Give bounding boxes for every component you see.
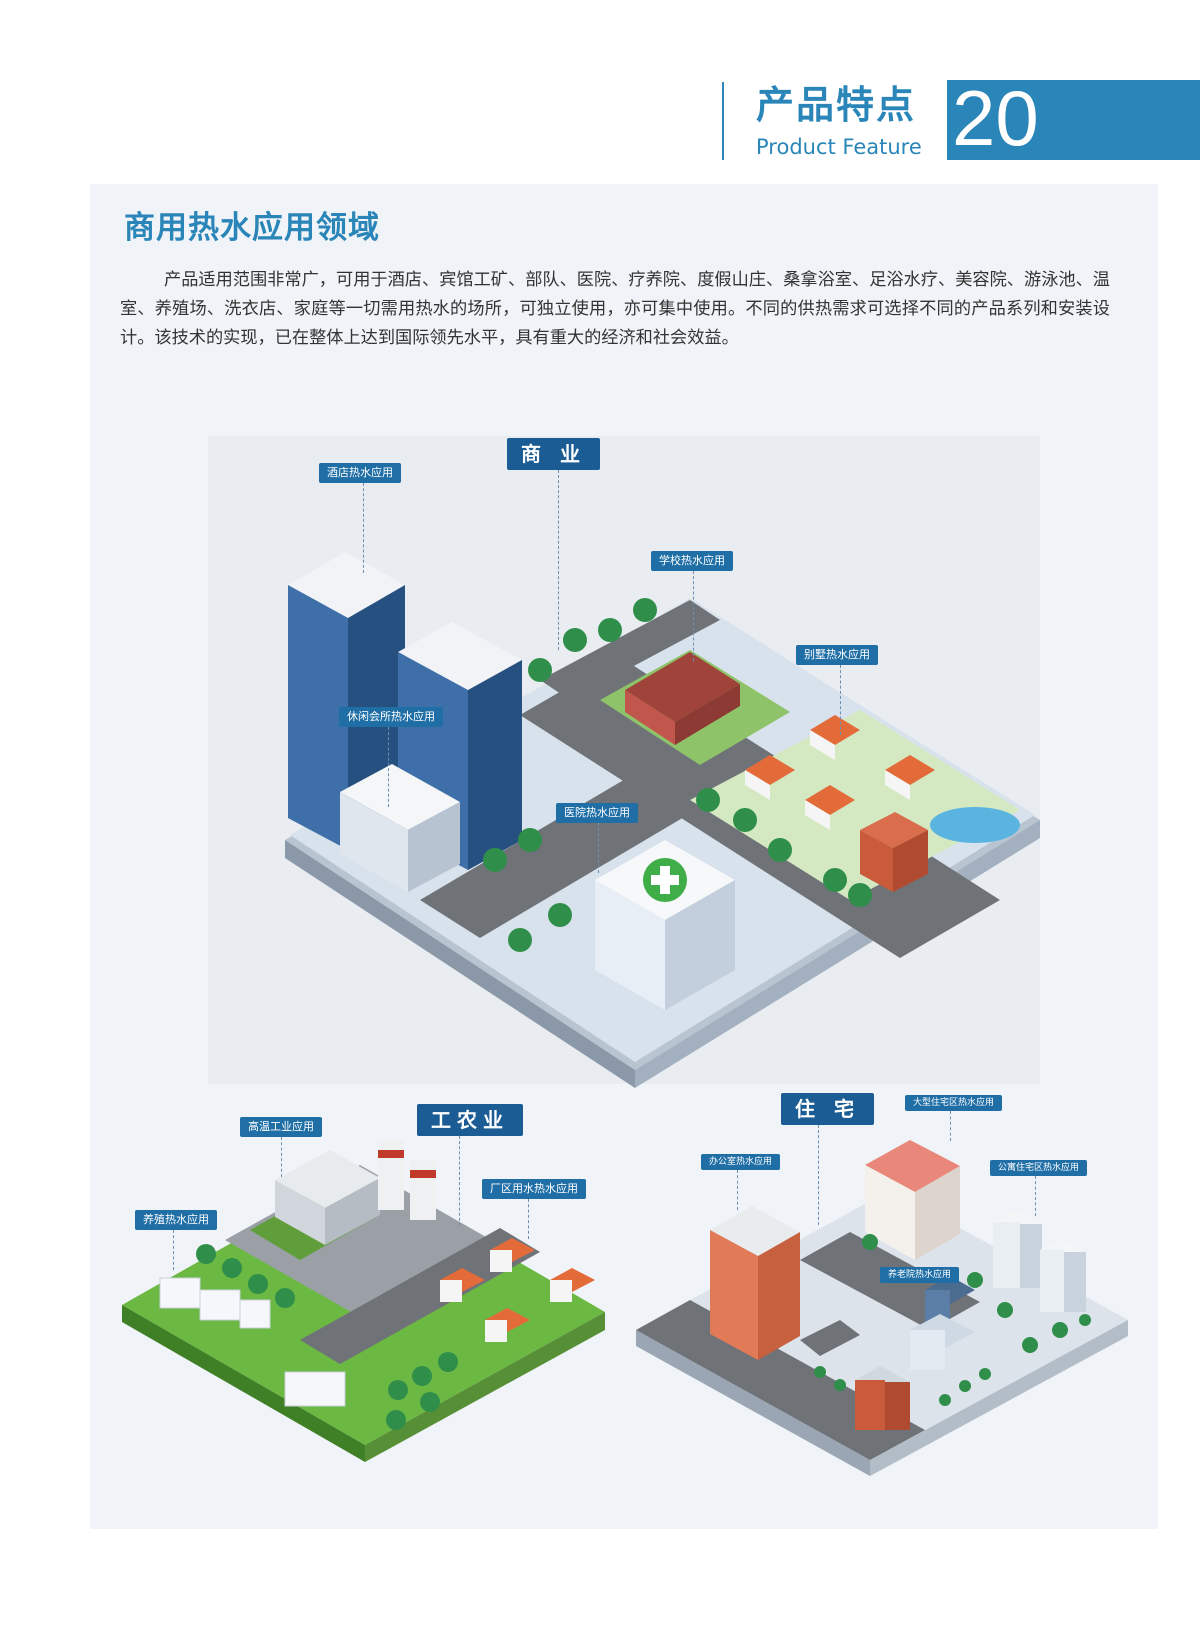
leader-line <box>737 1170 738 1210</box>
page-number: 20 <box>952 74 1039 162</box>
section-body: 产品适用范围非常广，可用于酒店、宾馆工矿、部队、医院、疗养院、度假山庄、桑拿浴室… <box>120 270 1110 348</box>
label-high-temp: 高温工业应用 <box>240 1117 322 1137</box>
label-office: 办公室热水应用 <box>701 1154 781 1170</box>
leader-line <box>950 1111 951 1141</box>
leader-line <box>281 1137 282 1177</box>
label-hospital: 医院热水应用 <box>556 803 638 823</box>
label-large-residential: 大型住宅区热水应用 <box>905 1095 1003 1111</box>
leader-line <box>693 571 694 661</box>
leader-line <box>1035 1176 1036 1216</box>
label-hotel: 酒店热水应用 <box>319 463 401 483</box>
label-club: 休闲会所热水应用 <box>339 707 443 727</box>
label-plant: 厂区用水热水应用 <box>482 1179 586 1199</box>
label-nursing: 养老院热水应用 <box>880 1267 960 1283</box>
category-industry: 工农业 <box>417 1104 523 1136</box>
label-school: 学校热水应用 <box>651 551 733 571</box>
header-divider <box>722 82 724 160</box>
leader-line <box>558 470 559 650</box>
header-title-cn: 产品特点 <box>756 83 917 127</box>
leader-line <box>840 665 841 735</box>
label-villa: 别墅热水应用 <box>796 645 878 665</box>
leader-line <box>363 483 364 573</box>
label-farming: 养殖热水应用 <box>135 1210 217 1230</box>
leader-line <box>528 1199 529 1239</box>
page-number-box <box>947 80 1200 160</box>
leader-line <box>818 1125 819 1225</box>
leader-line <box>388 727 389 807</box>
section-title: 商用热水应用领域 <box>124 210 380 246</box>
leader-line <box>173 1230 174 1270</box>
category-commercial: 商 业 <box>507 438 600 470</box>
leader-line <box>459 1136 460 1226</box>
category-residential: 住 宅 <box>781 1093 874 1125</box>
label-apartment: 公寓住宅区热水应用 <box>990 1160 1088 1176</box>
header-title-en: Product Feature <box>756 135 922 159</box>
leader-line <box>598 823 599 873</box>
